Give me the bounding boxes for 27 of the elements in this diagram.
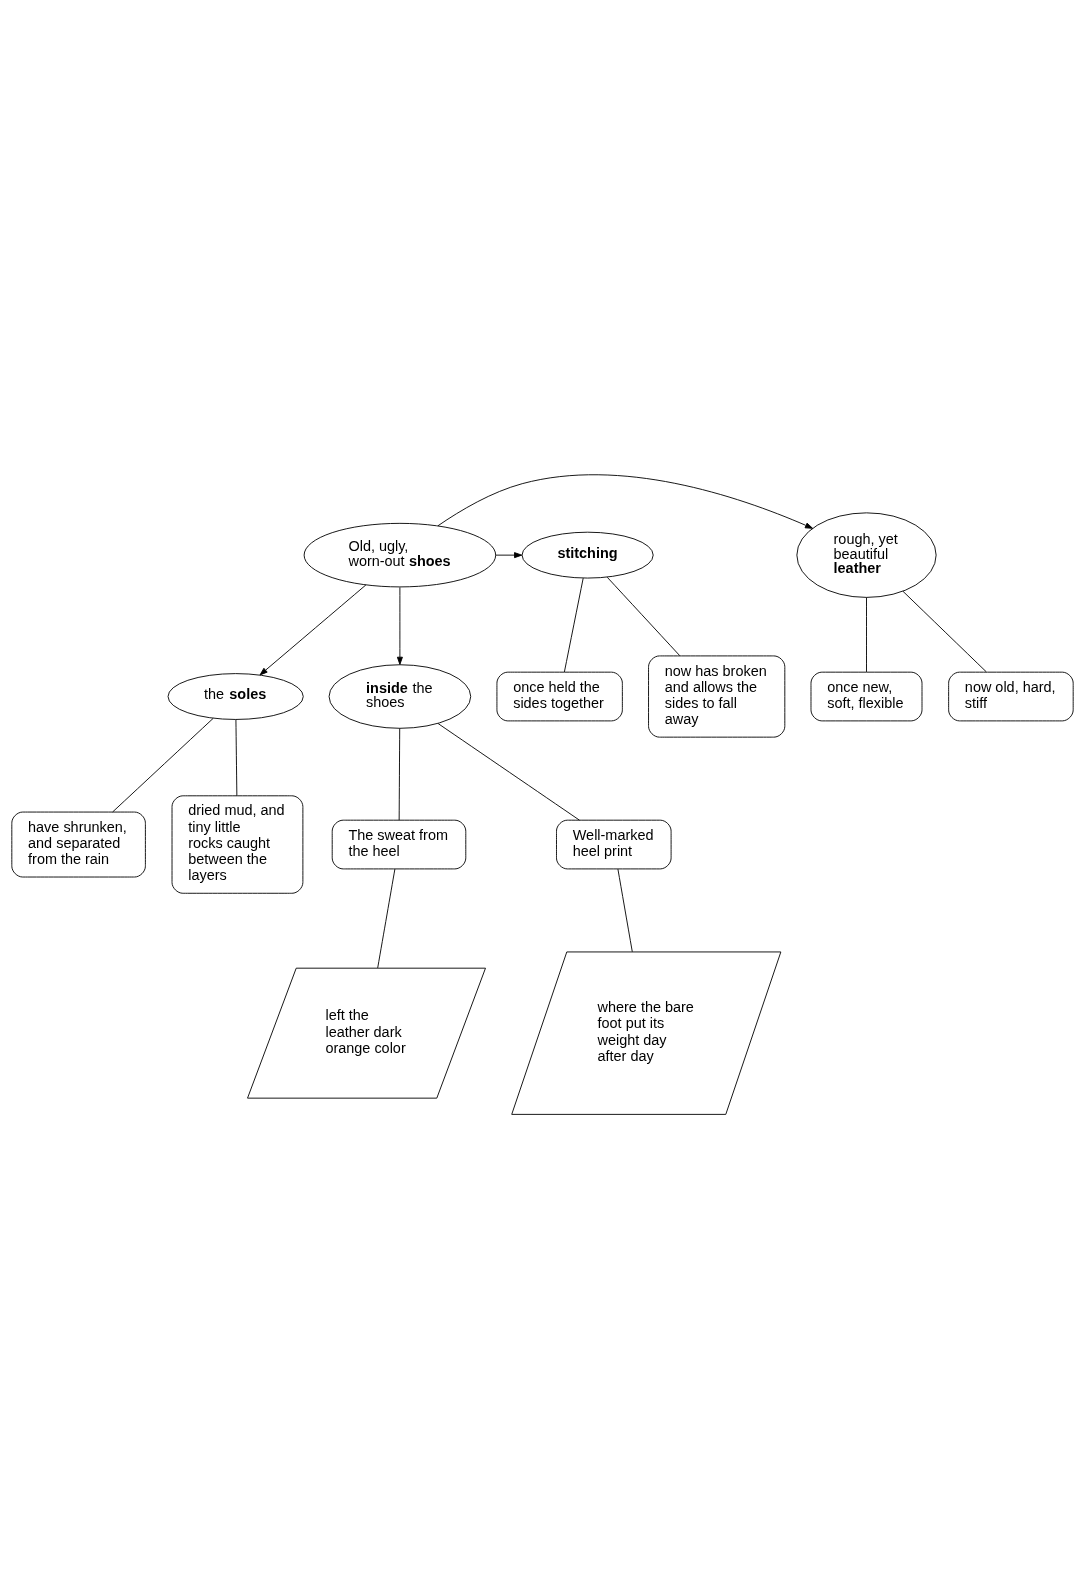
connector bbox=[235, 719, 238, 797]
connector bbox=[437, 723, 580, 821]
arrow bbox=[437, 474, 814, 529]
arrow bbox=[396, 586, 403, 665]
node-ellipse: Old, ugly, worn-out shoes bbox=[303, 522, 497, 588]
connector bbox=[617, 868, 633, 953]
node-box: Well-marked heel print bbox=[556, 819, 672, 870]
node-ellipse: the soles bbox=[167, 673, 304, 720]
connector bbox=[112, 717, 214, 813]
node-box: once new, soft, flexible bbox=[810, 671, 923, 722]
connector bbox=[398, 728, 401, 821]
node-box: dried mud, and tiny little rocks caught between the layers bbox=[171, 795, 304, 894]
node-box: once held the sides together bbox=[496, 671, 623, 722]
node-box: now old, hard, stiff bbox=[948, 671, 1074, 722]
connector bbox=[377, 868, 396, 969]
arrow bbox=[259, 584, 367, 676]
arrow bbox=[495, 552, 523, 559]
connector bbox=[606, 576, 681, 657]
node-box: now has broken and allows the sides to fall away bbox=[648, 655, 786, 738]
node-ellipse: stitching bbox=[521, 531, 654, 579]
node-ellipse: inside the shoes bbox=[328, 664, 472, 729]
connector bbox=[866, 597, 867, 673]
node-box: The sweat from the heel bbox=[331, 819, 467, 870]
node-box: have shrunken, and separated from the rain bbox=[11, 811, 146, 878]
connector bbox=[902, 590, 987, 673]
node-ellipse: rough, yet beautiful leather bbox=[796, 512, 937, 598]
connector bbox=[563, 577, 584, 673]
